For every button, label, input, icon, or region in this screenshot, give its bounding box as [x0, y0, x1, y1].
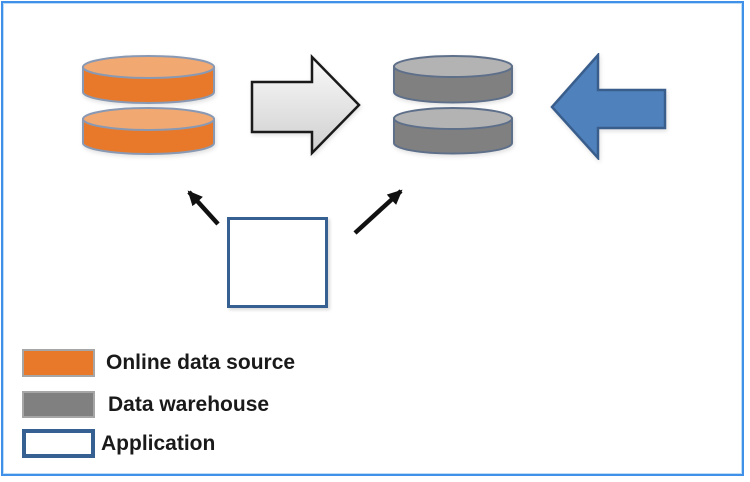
flow-right-block-arrow-icon [250, 54, 361, 156]
legend-label-online-data-source: Online data source [106, 351, 296, 374]
inbound-left-block-arrow-icon [550, 53, 667, 160]
legend-item-data-warehouse: Data warehouse [22, 391, 269, 418]
legend-label-data-warehouse: Data warehouse [108, 392, 270, 416]
data-warehouse-database-icon [393, 55, 513, 155]
legend-item-online-data-source: Online data source [22, 349, 295, 377]
legend-label-application: Application [101, 431, 216, 455]
data-warehouse-swatch [22, 391, 95, 418]
online-data-source-database-icon [82, 55, 215, 155]
legend-item-application: Application [22, 429, 215, 458]
application-swatch [22, 429, 95, 458]
outer-frame-border [1, 1, 744, 476]
application-box [227, 217, 328, 308]
online-data-source-swatch [22, 349, 95, 377]
